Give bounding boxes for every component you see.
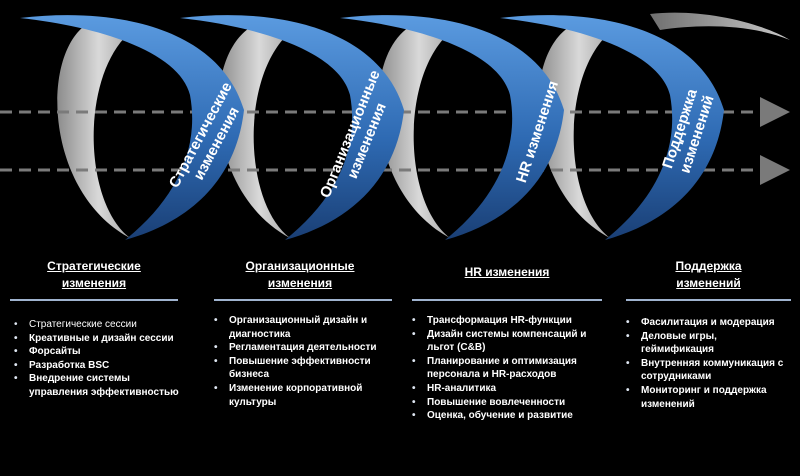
- list-item: Организационный дизайн и диагностика: [214, 314, 392, 341]
- blue-loop-2: [180, 15, 404, 240]
- grey-tail: [650, 12, 790, 40]
- blue-loop-4: [500, 15, 724, 240]
- list-item: Мониторинг и поддержка изменений: [626, 384, 791, 411]
- list-item: Внутренняя коммуникация с сотрудниками: [626, 357, 791, 384]
- list-item: Регламентация деятельности: [214, 341, 392, 355]
- list-item: Креативные и дизайн сессии: [14, 332, 179, 346]
- column-title-line1: Организационные: [245, 259, 355, 273]
- column-title-line2: изменений: [676, 276, 741, 290]
- blue-loop-3: [340, 15, 564, 240]
- loops-graphic: Стратегические изменения Организационные…: [0, 12, 790, 240]
- column-title-line1: Стратегические: [47, 259, 141, 273]
- grey-loop-3: [378, 22, 460, 238]
- list-item: Форсайты: [14, 345, 179, 359]
- list-item: Дизайн системы компенсаций и льгот (C&B): [412, 328, 602, 355]
- column-title-line1: HR изменения: [464, 265, 550, 279]
- column-list: Трансформация HR-функции Дизайн системы …: [412, 314, 602, 423]
- column-title: Поддержка изменений: [626, 258, 791, 292]
- grey-loop-2: [218, 22, 300, 238]
- list-item: Внедрение системы управления эффективнос…: [14, 372, 179, 399]
- list-item: Оценка, обучение и развитие: [412, 409, 602, 423]
- list-item: Стратегические сессии: [14, 318, 179, 332]
- list-item: Деловые игры, геймификация: [626, 330, 791, 357]
- column-title-line2: изменения: [267, 276, 333, 290]
- column-list: Стратегические сессии Креативные и дизай…: [14, 318, 179, 400]
- column-title-line2: изменения: [61, 276, 127, 290]
- column-divider: [412, 299, 602, 301]
- list-item: Изменение корпоративной культуры: [214, 382, 392, 409]
- column-divider: [214, 299, 392, 301]
- grey-loop-1: [57, 20, 141, 238]
- list-item: Фасилитация и модерация: [626, 316, 791, 330]
- column-list: Фасилитация и модерация Деловые игры, ге…: [626, 316, 791, 411]
- list-item: Трансформация HR-функции: [412, 314, 602, 328]
- list-item: Повышение вовлеченности: [412, 396, 602, 410]
- grey-loop-4: [538, 22, 620, 238]
- column-divider: [626, 299, 791, 301]
- column-list: Организационный дизайн и диагностика Рег…: [214, 314, 392, 409]
- list-item: Повышение эффективности бизнеса: [214, 355, 392, 382]
- column-title: Стратегические изменения: [10, 258, 178, 292]
- list-item: HR-аналитика: [412, 382, 602, 396]
- column-divider: [10, 299, 178, 301]
- blue-loop-1: [20, 15, 244, 240]
- column-title: HR изменения: [412, 264, 602, 281]
- column-title: Организационные изменения: [214, 258, 386, 292]
- list-item: Разработка BSC: [14, 359, 179, 373]
- column-title-line1: Поддержка: [675, 259, 742, 273]
- list-item: Планирование и оптимизация персонала и H…: [412, 355, 602, 382]
